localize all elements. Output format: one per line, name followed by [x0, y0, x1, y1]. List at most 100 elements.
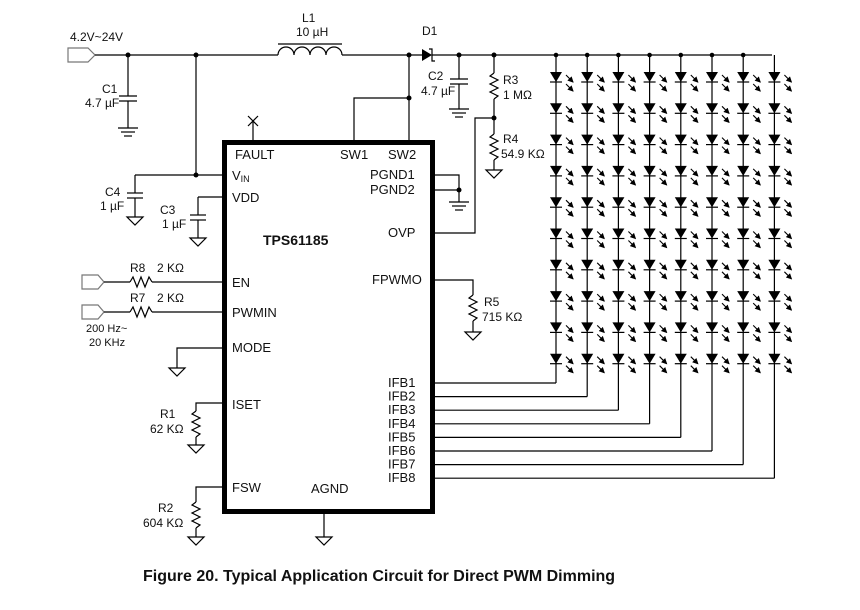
junction-dot — [193, 172, 199, 178]
led-icon — [581, 134, 605, 155]
resistor-r2 — [186, 486, 222, 546]
resistor-r3 — [488, 55, 500, 118]
pin-ovp: OVP — [388, 225, 415, 240]
led-icon — [643, 291, 668, 311]
r7-ref: R7 — [130, 291, 146, 305]
r8-ref: R8 — [130, 261, 146, 275]
led-icon — [674, 291, 699, 311]
d1-ref: D1 — [422, 24, 438, 38]
led-icon — [581, 72, 605, 92]
r2-ref: R2 — [158, 501, 174, 515]
led-icon — [612, 291, 637, 311]
resistor-r7 — [104, 305, 222, 319]
pin-mode: MODE — [232, 340, 271, 355]
led-string-3 — [612, 52, 637, 411]
led-icon — [674, 165, 699, 186]
led-string-7 — [737, 52, 761, 465]
r2-value: 604 KΩ — [143, 516, 183, 530]
led-icon — [706, 165, 730, 186]
figure-caption: Figure 20. Typical Application Circuit f… — [143, 568, 615, 585]
led-icon — [612, 228, 637, 249]
agnd-ground — [314, 514, 334, 546]
led-icon — [581, 291, 605, 311]
pin-ifb8: IFB8 — [388, 470, 415, 485]
r5-ref: R5 — [484, 295, 500, 309]
l1-value: 10 µH — [296, 25, 328, 39]
pgnd-ground — [433, 174, 469, 211]
led-icon — [643, 103, 668, 124]
led-icon — [706, 103, 730, 124]
led-icon — [643, 197, 668, 217]
led-icon — [643, 228, 668, 249]
led-icon — [706, 259, 730, 280]
led-icon — [612, 134, 637, 155]
led-icon — [706, 228, 730, 249]
led-icon — [550, 259, 574, 280]
led-icon — [674, 134, 699, 155]
resistor-r5 — [433, 279, 483, 341]
c1-value: 4.7 µF — [85, 96, 119, 110]
c4-value: 1 µF — [100, 199, 124, 213]
led-icon — [674, 228, 699, 249]
pwm-connector-icon — [81, 304, 105, 320]
resistor-r8 — [104, 275, 222, 289]
led-icon — [643, 165, 668, 186]
led-icon — [768, 72, 793, 92]
capacitor-c3 — [188, 196, 222, 247]
led-icon — [737, 197, 761, 217]
resistor-r1 — [186, 402, 222, 454]
led-string-1 — [550, 52, 574, 383]
led-icon — [706, 322, 730, 343]
led-icon — [581, 353, 605, 374]
pin-sw2: SW2 — [388, 147, 416, 162]
led-icon — [737, 165, 761, 186]
led-icon — [643, 322, 668, 343]
r4-ref: R4 — [503, 132, 519, 146]
pin-fpwmo: FPWMO — [372, 272, 422, 287]
led-icon — [737, 259, 761, 280]
r5-value: 715 KΩ — [482, 310, 522, 324]
pin-agnd: AGND — [311, 481, 349, 496]
c2-ref: C2 — [428, 69, 444, 83]
fault-no-connect — [247, 115, 259, 142]
led-icon — [643, 259, 668, 280]
led-icon — [737, 291, 761, 311]
c2-value: 4.7 µF — [421, 84, 455, 98]
led-icon — [706, 197, 730, 217]
capacitor-c1 — [118, 55, 138, 137]
led-icon — [612, 103, 637, 124]
c3-value: 1 µF — [162, 217, 186, 231]
led-icon — [581, 228, 605, 249]
led-icon — [612, 165, 637, 186]
led-icon — [674, 353, 699, 374]
pin-pgnd2: PGND2 — [370, 182, 415, 197]
r3-value: 1 MΩ — [503, 88, 532, 102]
led-icon — [768, 197, 793, 217]
input-voltage-label: 4.2V~24V — [70, 30, 123, 44]
led-icon — [550, 197, 574, 217]
led-icon — [706, 72, 730, 92]
led-string-4 — [643, 52, 668, 424]
pin-ifb2: IFB2 — [388, 389, 415, 404]
led-icon — [550, 228, 574, 249]
led-icon — [737, 134, 761, 155]
ifb-wires — [433, 382, 775, 479]
pin-ifb4: IFB4 — [388, 416, 415, 431]
led-icon — [550, 291, 574, 311]
led-icon — [581, 103, 605, 124]
pin-pgnd1: PGND1 — [370, 167, 415, 182]
sw1-wire — [353, 97, 409, 142]
r4-value: 54.9 KΩ — [501, 147, 545, 161]
pin-fsw: FSW — [232, 480, 262, 495]
led-icon — [737, 72, 761, 92]
led-icon — [612, 72, 637, 92]
led-icon — [737, 353, 761, 374]
led-icon — [768, 228, 793, 249]
led-array — [550, 52, 793, 479]
r7-value: 2 KΩ — [157, 291, 184, 305]
pin-ifb1: IFB1 — [388, 375, 415, 390]
c4-ref: C4 — [105, 185, 121, 199]
pin-vdd: VDD — [232, 190, 259, 205]
led-icon — [674, 322, 699, 343]
